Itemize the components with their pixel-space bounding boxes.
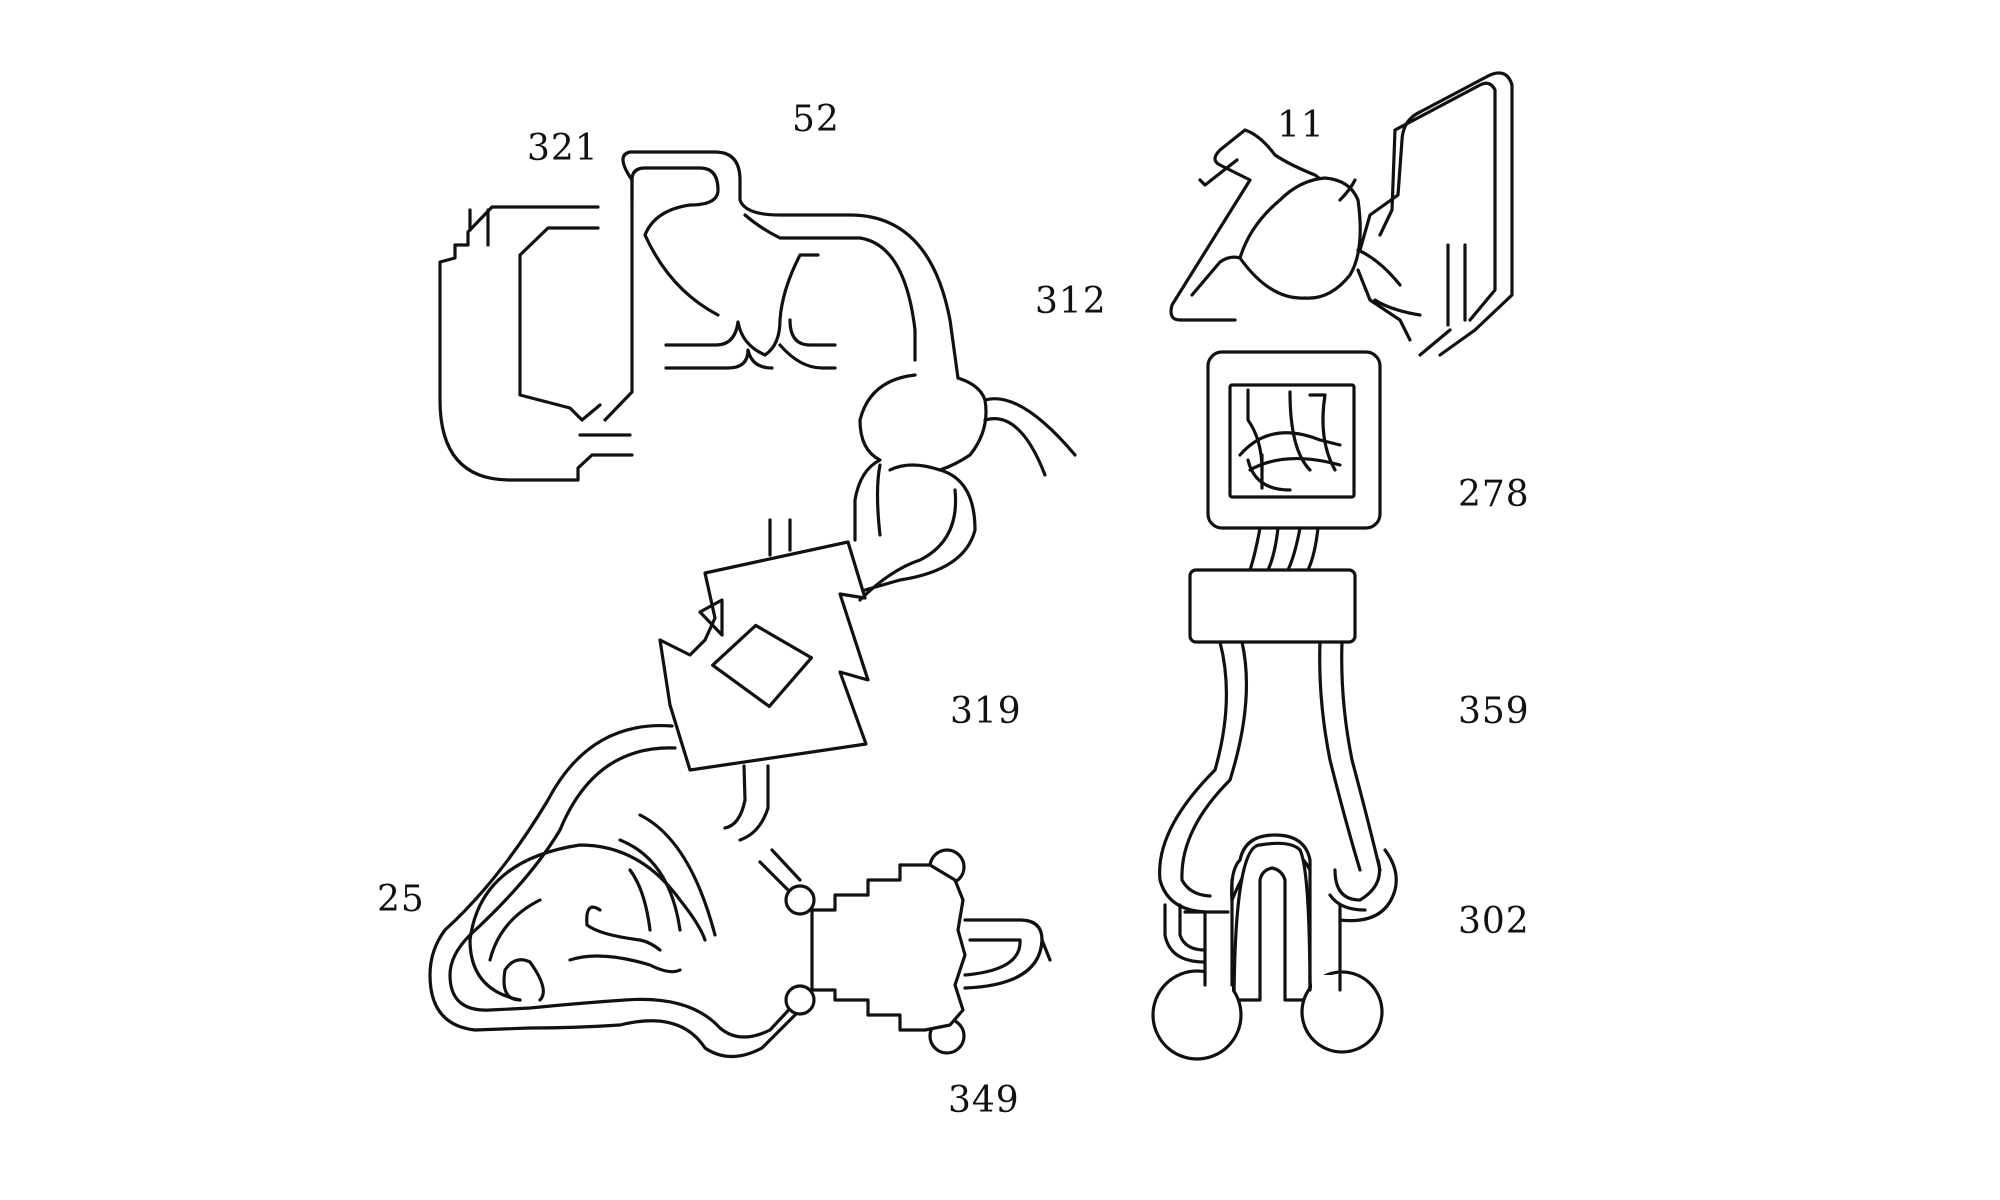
region-349-block — [758, 848, 1052, 1055]
region-312-knot — [853, 373, 1077, 602]
region-278-frame — [1206, 328, 1477, 530]
label-321: 321 — [527, 128, 599, 169]
left-structure — [428, 150, 1077, 1059]
label-11: 11 — [1277, 105, 1325, 146]
label-302: 302 — [1458, 901, 1530, 942]
label-25: 25 — [377, 879, 425, 920]
label-319: 319 — [950, 691, 1022, 732]
node-349-top-left — [784, 884, 816, 916]
region-321-loop — [438, 166, 720, 482]
label-312: 312 — [1035, 281, 1107, 322]
label-278: 278 — [1458, 474, 1530, 515]
region-25-swirl — [428, 723, 810, 1059]
region-302-legs — [1151, 833, 1398, 1061]
node-349-bottom-left — [784, 984, 816, 1016]
label-52: 52 — [792, 99, 840, 140]
region-11-flag — [1169, 71, 1514, 342]
region-52-tube — [621, 150, 960, 380]
label-359: 359 — [1458, 691, 1530, 732]
labels: 321 52 312 319 25 349 11 278 359 302 — [377, 99, 1530, 1121]
connector-cords — [1248, 526, 1320, 572]
region-359-band — [1158, 568, 1382, 914]
label-349: 349 — [948, 1080, 1020, 1121]
right-structure — [1151, 71, 1514, 1061]
region-319-diamond — [658, 518, 870, 842]
